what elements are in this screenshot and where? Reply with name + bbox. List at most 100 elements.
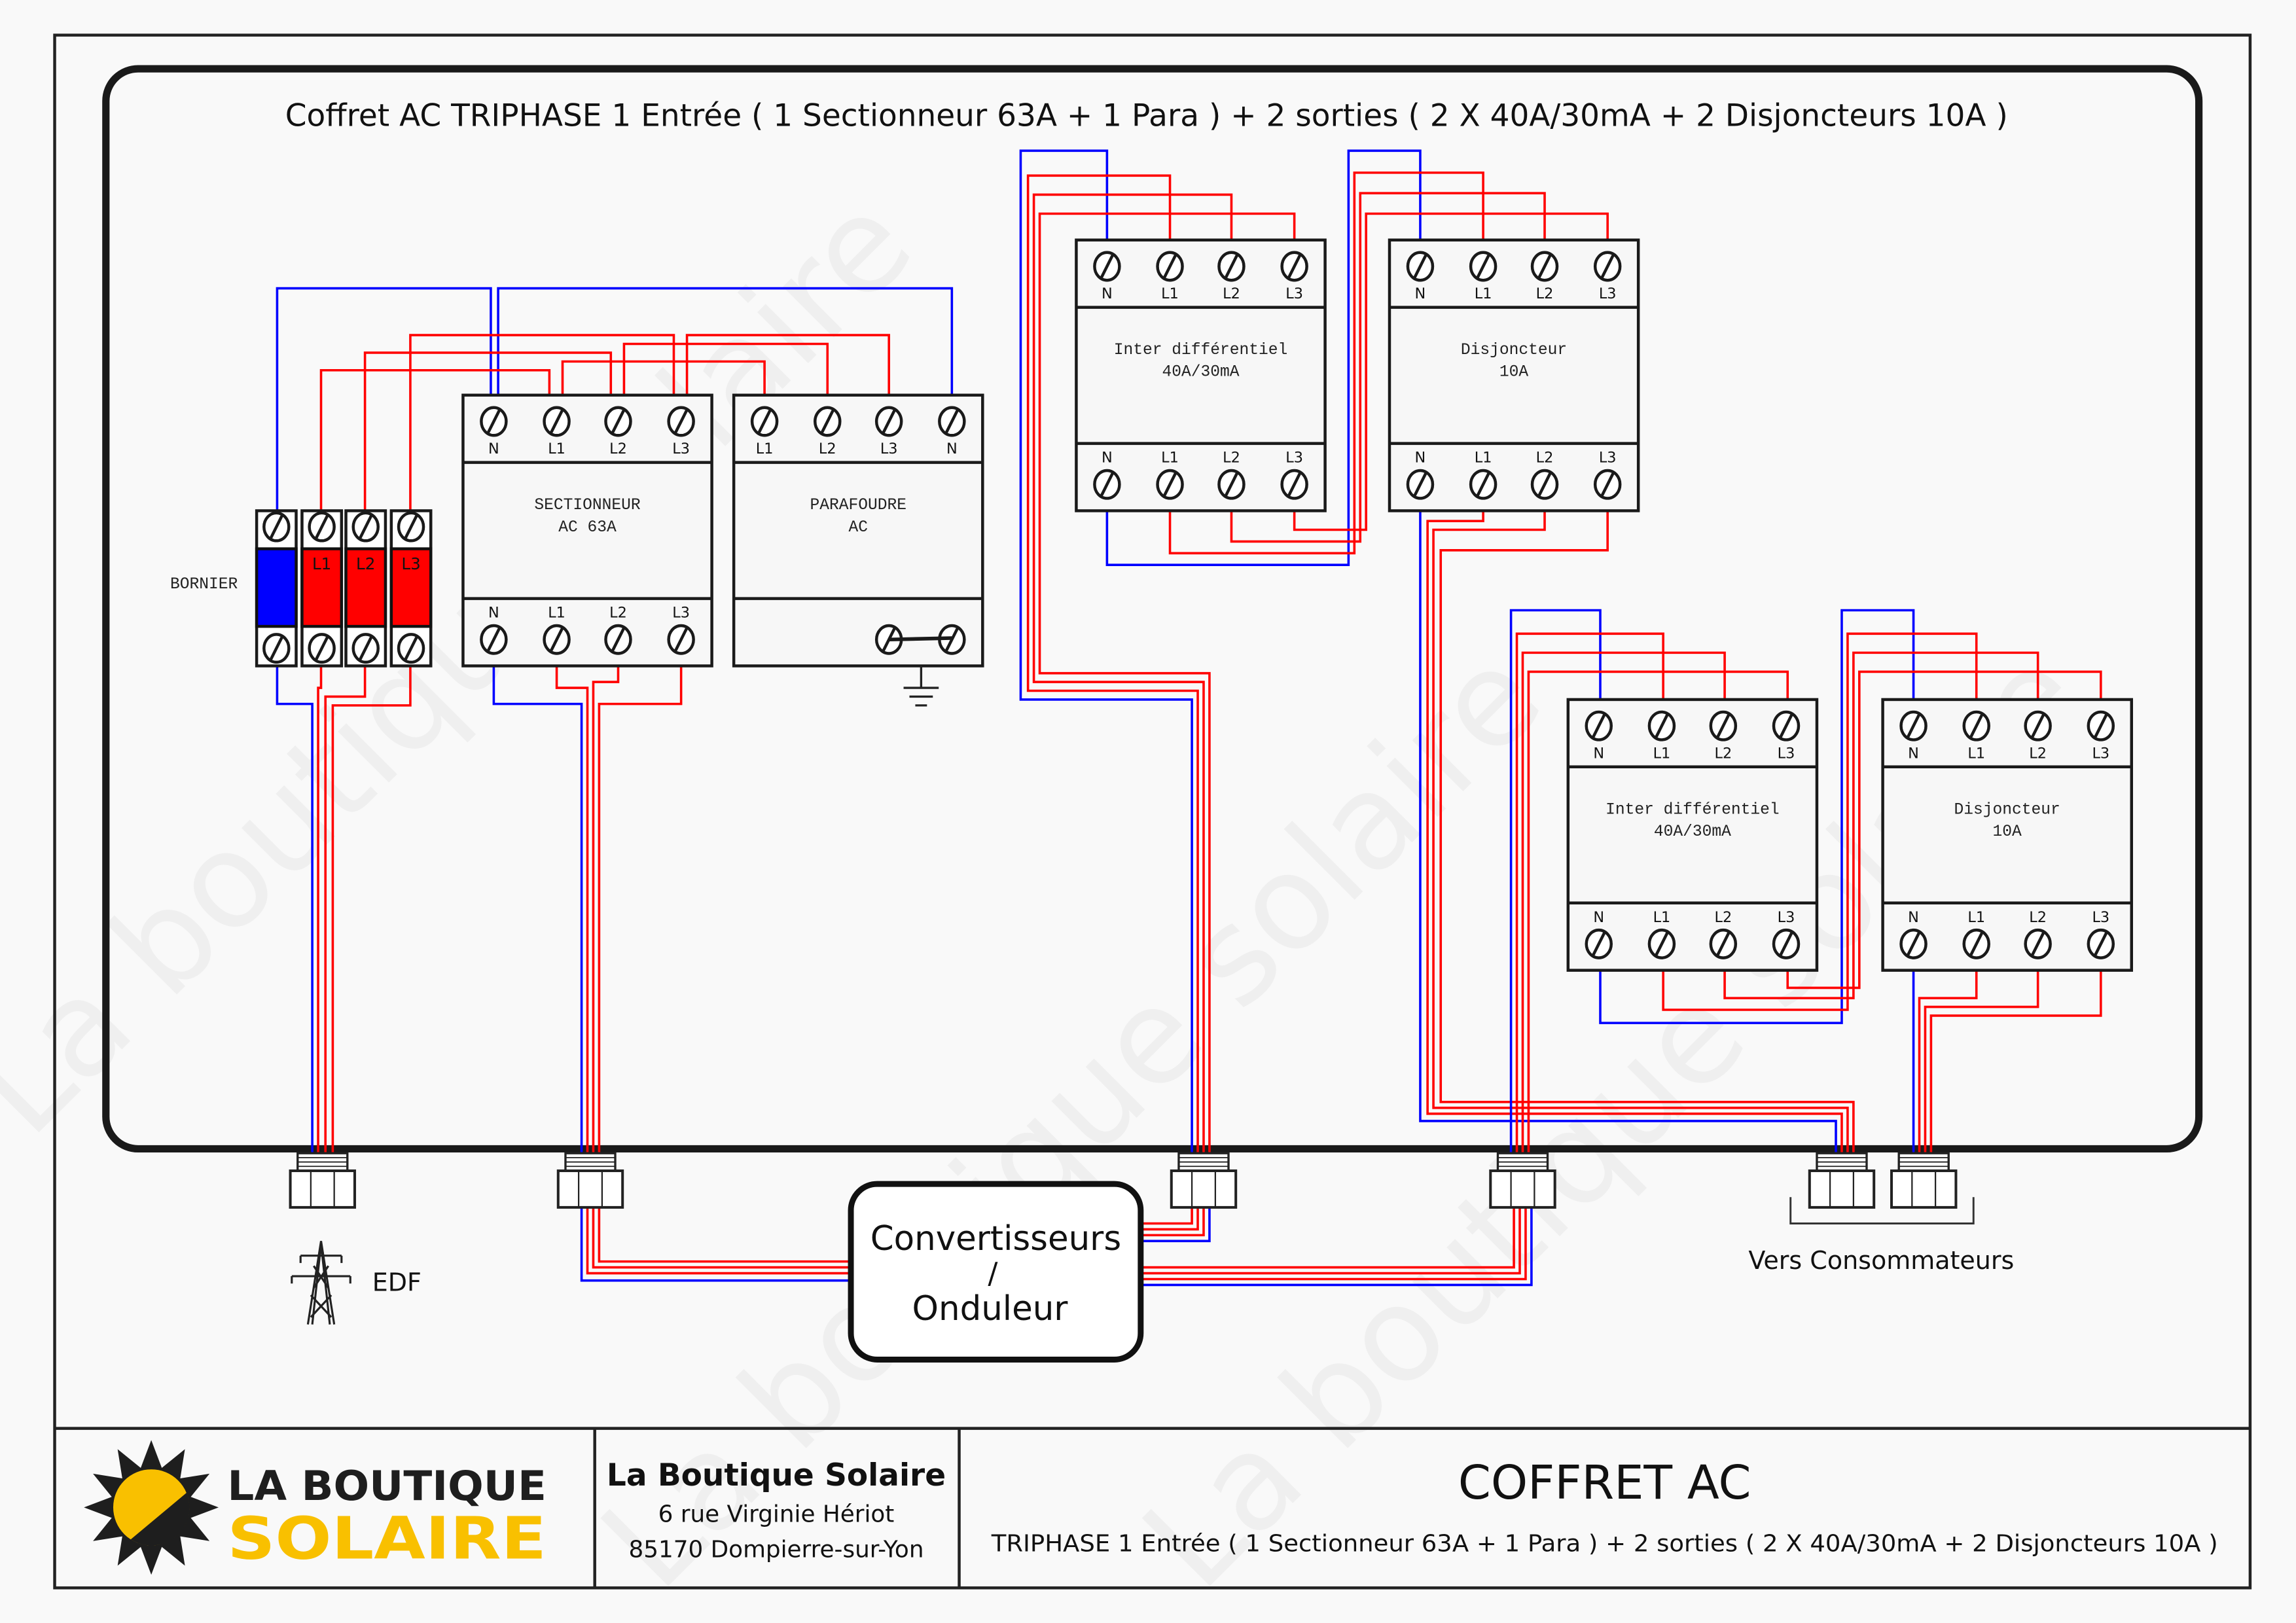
terminal-screw-icon [262,633,291,664]
company-address-city: 85170 Dompierre-sur-Yon [629,1536,924,1563]
terminal-label: L1 [1653,909,1671,926]
phase-wire [622,342,829,395]
terminal-screw-icon [1772,710,1801,741]
module-label: Disjoncteur [1954,801,2060,819]
terminal-label: L1 [1653,745,1671,762]
neutral-wire [1599,609,1915,1024]
bornier-label: BORNIER [170,576,238,594]
terminal-screw-icon [1530,251,1559,282]
module-label: SECTIONNEUR [534,497,640,514]
terminal-label: N [1102,285,1113,302]
terminal-label: N [1908,909,1919,926]
wire [1426,510,1843,1156]
terminal-screw-icon [1280,469,1308,500]
terminal-screw-icon [1593,469,1622,500]
terminal-label: L1 [1475,450,1492,467]
wire [1432,510,1849,1156]
terminal-label: L2 [609,440,627,457]
terminal-label: L2 [1223,450,1240,467]
neutral-wire [1419,510,1837,1156]
terminal-screw-icon [750,406,779,437]
bornier-terminal-l1: L1 [300,509,344,668]
terminal-screw-icon [308,633,336,664]
neutral-wire [276,666,314,1156]
terminal-screw-icon [1156,469,1184,500]
neutral-wire [276,287,492,511]
terminal-label: L3 [1778,745,1795,762]
diagram-title: Coffret AC TRIPHASE 1 Entrée ( 1 Section… [285,98,2008,134]
terminal-label: N [1415,450,1426,467]
phase-wire [561,360,766,395]
wire [1521,651,1726,1156]
neutral-wire [1509,609,1602,1156]
terminal-screw-icon [814,406,842,437]
phase-wire [409,334,675,511]
terminal-screw-icon [938,406,966,437]
module-rating: 10A [1993,823,2022,841]
terminal-label: L1 [756,440,774,457]
wire [1723,651,2039,999]
terminal-label: L3 [1778,909,1795,926]
terminal-screw-icon [543,624,571,655]
terminal-screw-icon [874,406,903,437]
wire [1038,212,1296,1156]
bornier-terminal-l3: L3 [389,509,433,668]
wire [331,666,412,1156]
terminal-screw-icon [397,633,425,664]
terminal-screw-icon [2087,710,2115,741]
wire [1527,670,1789,1156]
wire [1662,632,1978,1011]
terminal-screw-icon [308,511,336,543]
wire [324,666,367,1156]
svg-text:Convertisseurs: Convertisseurs [870,1219,1121,1258]
power-pylon-icon [291,1241,351,1325]
terminal-screw-icon [1217,251,1246,282]
svg-text:/: / [988,1256,998,1291]
wire [1929,969,2102,1156]
phase-wire [363,351,613,511]
terminal-screw-icon [480,624,508,655]
neutral-wire [492,666,852,1282]
terminal-label: L3 [672,440,690,457]
phase-wire [319,368,551,511]
bornier-terminal-l2: L2 [344,509,387,668]
wire [1168,171,1484,555]
terminal-label: L3 [1599,285,1617,302]
bornier-terminal-label: L1 [312,554,331,573]
terminal-label: L2 [819,440,836,457]
terminal-label: L3 [880,440,898,457]
svg-text:SOLAIRE: SOLAIRE [227,1505,547,1573]
company-address-street: 6 rue Virginie Hériot [658,1501,895,1528]
terminal-screw-icon [1899,710,1928,741]
terminal-screw-icon [604,406,632,437]
sheet-frame [53,33,2252,1590]
wiring [276,149,2102,1287]
terminal-screw-icon [1709,710,1738,741]
module-label: Inter différentiel [1114,342,1287,359]
terminal-label: L3 [1599,450,1617,467]
svg-text:LA BOUTIQUE: LA BOUTIQUE [227,1462,547,1510]
wire [1230,192,1546,543]
terminal-screw-icon [2024,928,2052,959]
module-rating: 40A/30mA [1162,364,1240,382]
terminal-screw-icon [1709,928,1738,959]
terminal-label: L1 [1161,285,1179,302]
wire [1515,632,1664,1156]
terminal-label: L1 [1161,450,1179,467]
terminal-label: L3 [1285,285,1303,302]
terminal-screw-icon [1585,928,1613,959]
terminal-screw-icon [351,633,380,664]
module-label: Disjoncteur [1461,342,1567,359]
terminal-screw-icon [397,511,425,543]
phase-wire [685,334,890,395]
terminal-screw-icon [667,406,695,437]
neutral-wire [1105,149,1422,566]
terminal-screw-icon [667,624,695,655]
neutral-wire [497,287,954,395]
document-subtitle: TRIPHASE 1 Entrée ( 1 Sectionneur 63A + … [991,1530,2218,1557]
module-rating: 40A/30mA [1654,823,1731,841]
